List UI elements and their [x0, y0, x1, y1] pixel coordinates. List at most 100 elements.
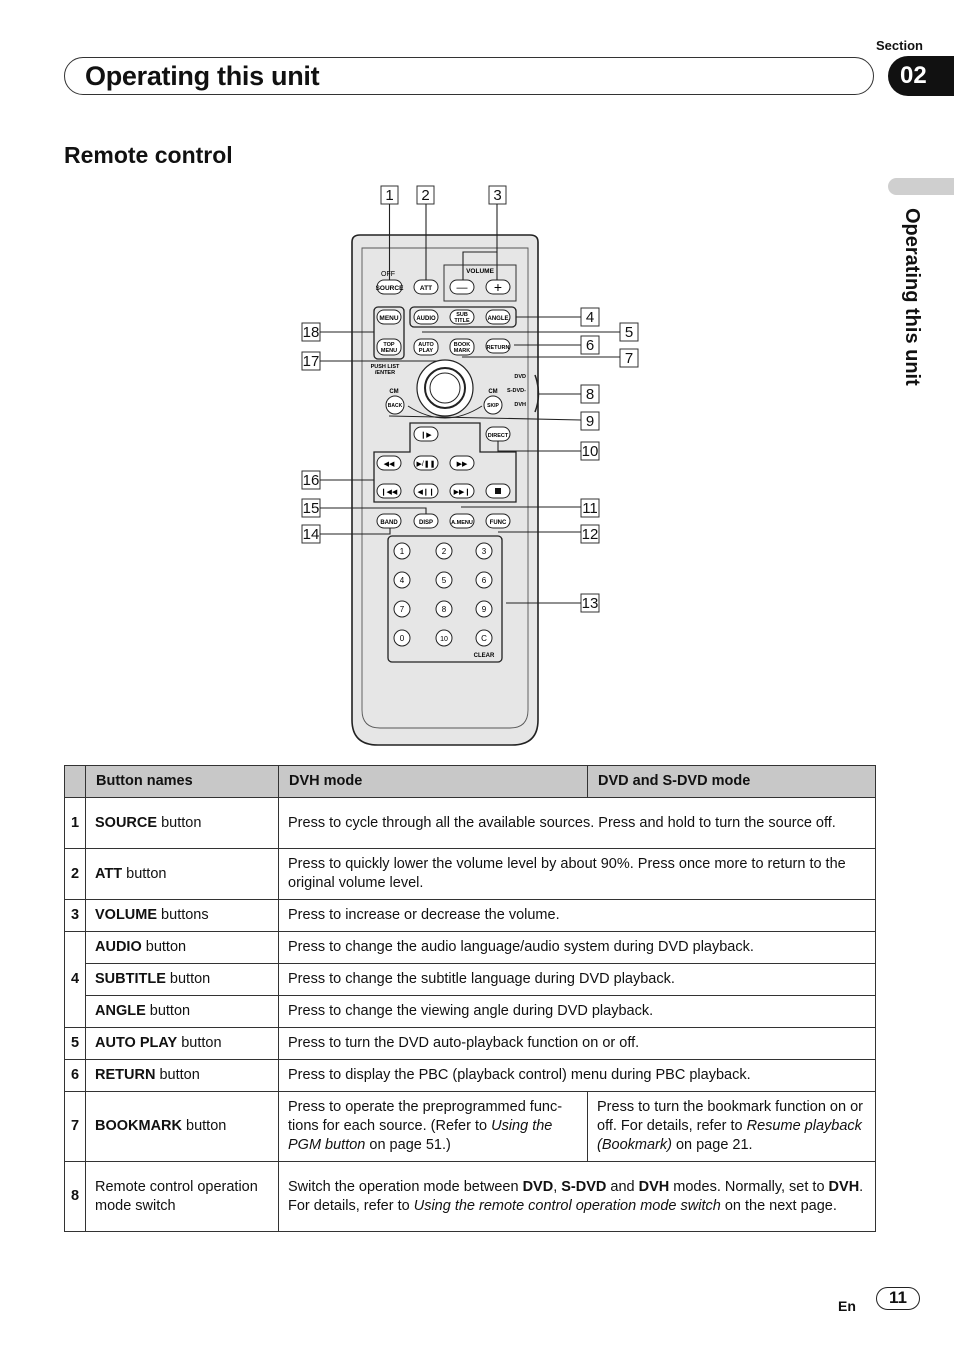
menu-label: MENU: [379, 315, 398, 322]
next-button: [449, 483, 475, 499]
transport-frame: [373, 422, 517, 503]
header-button-names: Button names: [85, 765, 279, 798]
button-name-cell: AUTO PLAY button: [85, 1027, 279, 1060]
row-number: 6: [64, 1059, 86, 1092]
audio-button: [413, 309, 439, 325]
disp-button: [413, 513, 439, 529]
key-clear-label: C: [481, 634, 487, 643]
button-name-cell: RETURN button: [85, 1059, 279, 1092]
key-10-label: 10: [440, 636, 448, 643]
func-label: FUNC: [490, 520, 507, 526]
callout-11: 11: [582, 500, 598, 517]
button-name-cell: ATT button: [85, 848, 279, 900]
auto-play-label-1: AUTO: [418, 342, 434, 348]
amenu-button: [449, 513, 475, 529]
fast-forward-button: [449, 455, 475, 471]
back-button: [385, 395, 405, 415]
callout-7: 7: [625, 350, 633, 367]
header-num: [64, 765, 86, 798]
previous-button: [376, 483, 402, 499]
key-8-label: 8: [442, 605, 447, 614]
amenu-label: A.MENU: [451, 520, 473, 526]
description-cell: Press to turn the DVD auto-playback func…: [278, 1027, 876, 1060]
audio-row-frame: [409, 306, 517, 328]
key-6: [475, 571, 493, 589]
auto-play-label-2: PLAY: [419, 348, 433, 354]
section-label: Section: [876, 38, 923, 53]
dvh-description-cell: Press to operate the preprogrammed func-…: [278, 1091, 588, 1162]
mode-switch: [534, 374, 540, 413]
skip-label: SKIP: [487, 403, 499, 409]
volume-plus-button: [485, 279, 511, 295]
joystick-ring: [424, 367, 466, 409]
att-button: [413, 279, 439, 295]
key-2-label: 2: [442, 547, 447, 556]
header-dvh-mode: DVH mode: [278, 765, 588, 798]
key-1: [393, 542, 411, 560]
step-back-icon: ◀❙❙: [417, 488, 434, 496]
table-row: 6 RETURN button Press to display the PBC…: [64, 1059, 876, 1092]
volume-minus-button: [449, 279, 475, 295]
key-1-label: 1: [400, 547, 405, 556]
cm-right-label: CM: [488, 389, 497, 395]
callout-8: 8: [586, 386, 594, 403]
row-number: 8: [64, 1161, 86, 1232]
table-row: 1 SOURCE button Press to cycle through a…: [64, 797, 876, 849]
rewind-icon: ◀◀: [384, 461, 395, 468]
description-cell: Press to change the viewing angle during…: [278, 995, 876, 1028]
table-row: ANGLE button Press to change the viewing…: [65, 995, 876, 1028]
skip-button: [483, 395, 503, 415]
page-number: 11: [876, 1287, 920, 1310]
push-list-label-2: /ENTER: [375, 370, 395, 376]
table-row: 5 AUTO PLAY button Press to turn the DVD…: [64, 1027, 876, 1060]
callout-3: 3: [493, 187, 501, 204]
callout-17: 17: [303, 353, 320, 370]
title-bar: Operating this unit: [64, 57, 874, 95]
clear-label: CLEAR: [474, 653, 495, 659]
key-7-label: 7: [400, 605, 405, 614]
table-row: 7 BOOKMARK button Press to operate the p…: [64, 1091, 876, 1162]
step-back-button: [413, 483, 439, 499]
keypad-frame: [387, 535, 503, 663]
return-button: [485, 338, 511, 354]
description-cell: Press to cycle through all the available…: [278, 797, 876, 849]
back-label: BACK: [388, 403, 403, 409]
language-label: En: [838, 1298, 856, 1314]
callout-6: 6: [586, 337, 594, 354]
top-menu-label-1: TOP: [383, 342, 395, 348]
key-7: [393, 600, 411, 618]
callout-16: 16: [303, 472, 320, 489]
button-name-cell: Remote control operation mode switch: [85, 1161, 279, 1232]
description-cell: Press to change the audio language/audio…: [278, 931, 876, 964]
callout-4: 4: [586, 309, 594, 326]
mode-dvd-label: DVD: [514, 374, 526, 380]
mode-sdvd-label: S-DVD-: [507, 388, 526, 394]
bookmark-button: [449, 338, 475, 356]
auto-play-button: [413, 338, 439, 356]
bookmark-label-1: BOOK: [454, 342, 471, 348]
subheading: Remote control: [64, 142, 233, 168]
callout-13: 13: [582, 595, 599, 612]
dvd-description-cell: Press to turn the bookmark function on o…: [587, 1091, 876, 1162]
volume-label: VOLUME: [466, 268, 494, 275]
pause-step-icon: ❙▶: [420, 431, 432, 439]
description-cell: Press to increase or decrease the volume…: [278, 899, 876, 932]
side-tab-marker: [888, 178, 954, 195]
row-number: 2: [64, 848, 86, 900]
side-tab-label: Operating this unit: [901, 208, 923, 386]
key-0-label: 0: [400, 634, 405, 643]
header-dvd-mode: DVD and S-DVD mode: [587, 765, 876, 798]
button-name-cell: SUBTITLE button: [85, 963, 279, 996]
func-button: [485, 513, 511, 529]
key-4-label: 4: [400, 576, 405, 585]
key-2: [435, 542, 453, 560]
volume-minus-label: —: [457, 282, 468, 294]
band-label: BAND: [380, 520, 398, 526]
description-cell: Press to change the subtitle language du…: [278, 963, 876, 996]
key-3: [475, 542, 493, 560]
key-9: [475, 600, 493, 618]
button-name-cell: ANGLE button: [85, 995, 279, 1028]
callout-5: 5: [625, 324, 633, 341]
callout-14: 14: [303, 526, 320, 543]
disp-label: DISP: [419, 520, 433, 526]
